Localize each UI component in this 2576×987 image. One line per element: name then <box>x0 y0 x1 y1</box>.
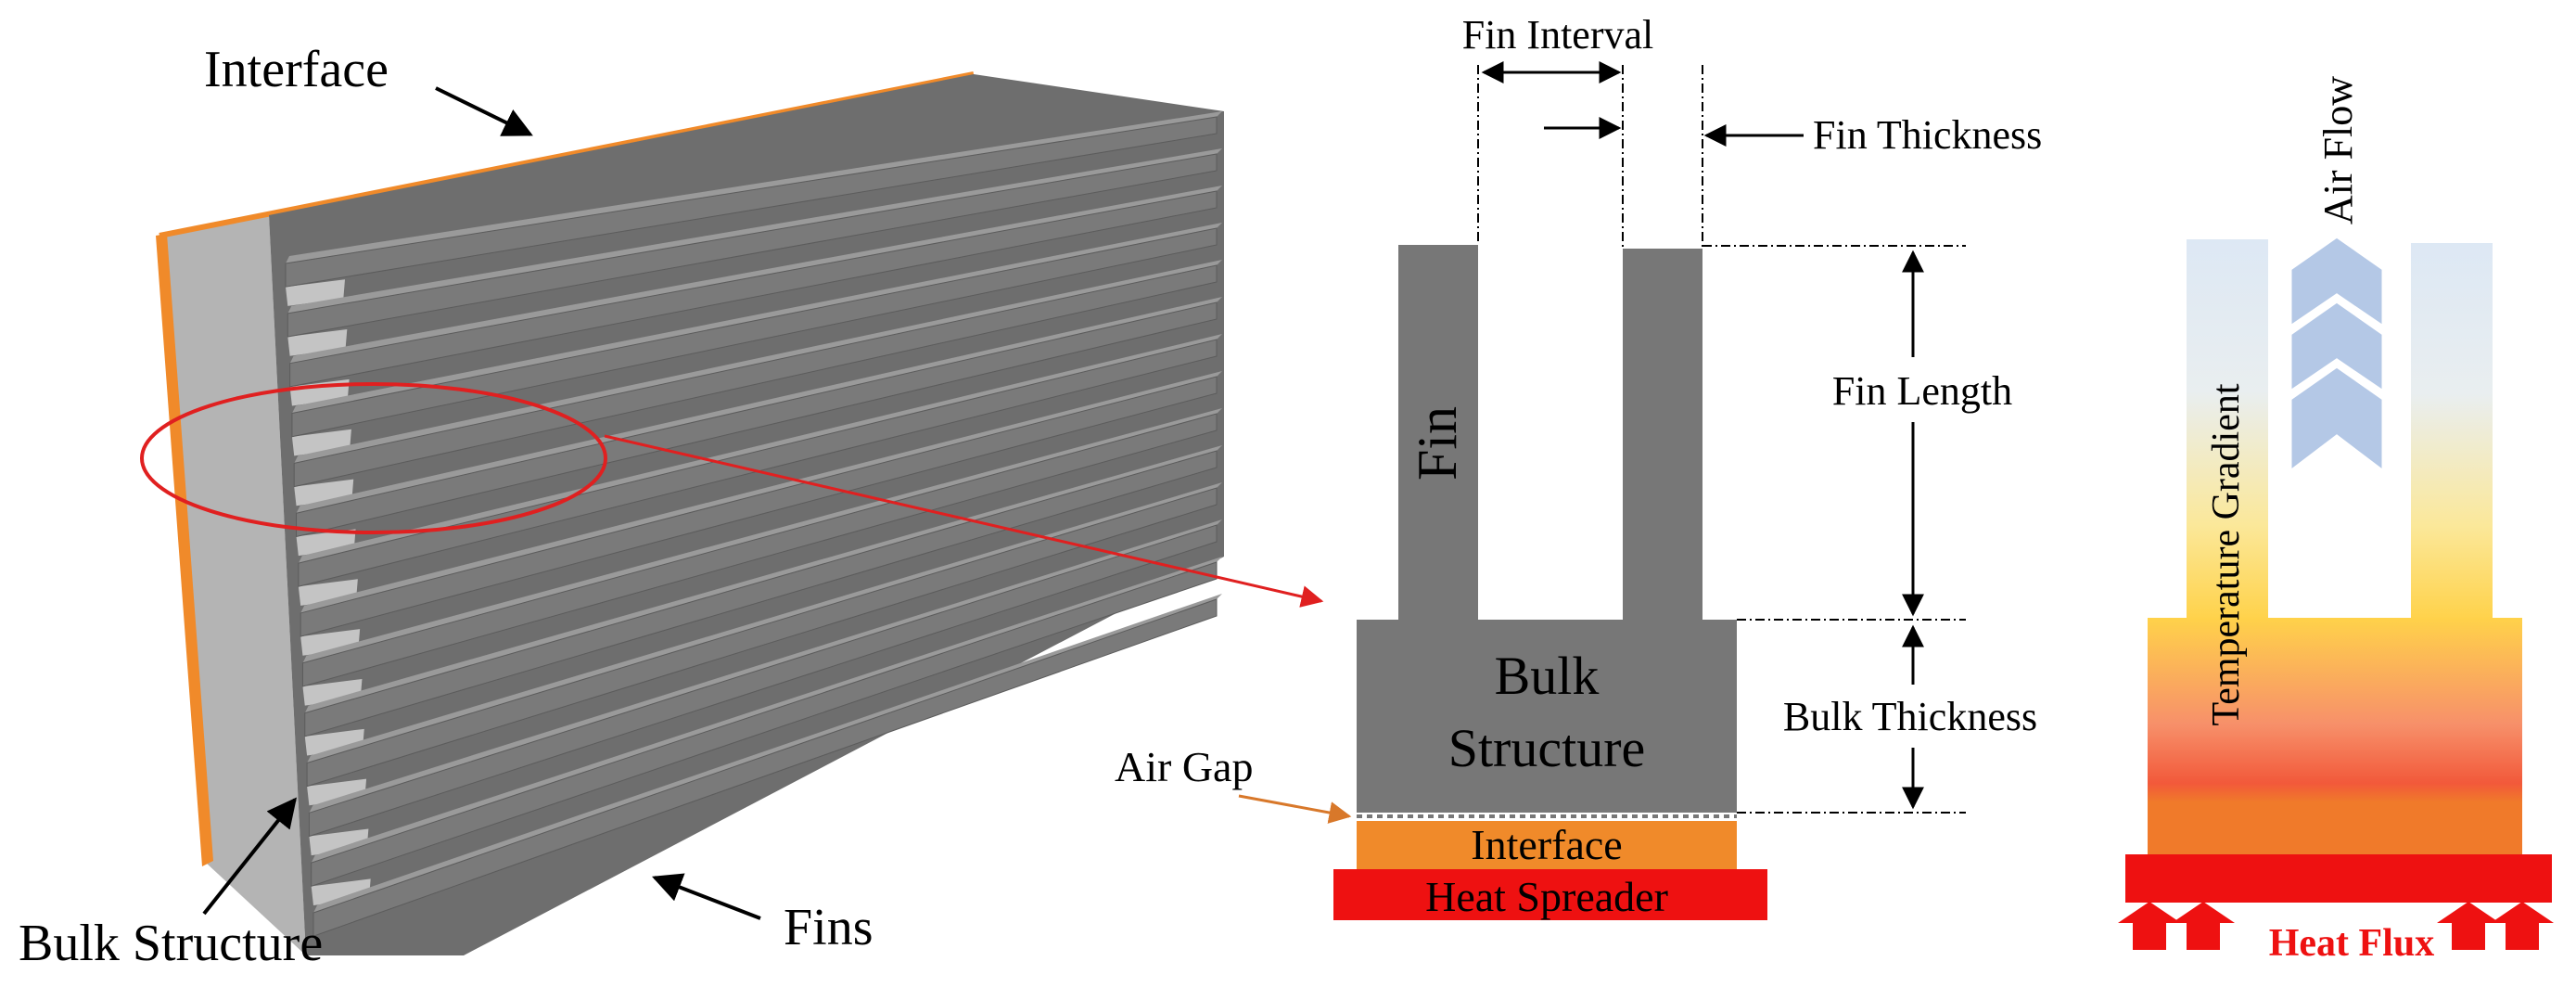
fin-length-label-bg <box>1813 357 2008 422</box>
thermal-fin-right <box>2411 243 2493 620</box>
bulk-thickness-label-bg <box>1757 685 2063 748</box>
heat-flux-label: Heat Flux <box>2269 922 2434 965</box>
fin-top-edge <box>313 594 1222 913</box>
air-flow-chevrons-icon <box>2289 235 2385 475</box>
callout-ellipse <box>140 382 607 534</box>
fin-plate <box>298 339 1218 587</box>
fin-top-edge <box>302 408 1222 663</box>
fins-3d <box>285 111 1223 937</box>
fin-top-edge <box>286 111 1222 263</box>
fin-right <box>1623 249 1702 620</box>
fin-interval-label: Fin Interval <box>1462 12 1654 58</box>
fin-top-edge <box>287 148 1222 314</box>
fin-top-edge <box>291 223 1222 414</box>
fin-top-edge <box>309 519 1222 814</box>
fin-plate <box>308 524 1218 838</box>
fin-top-edge <box>296 297 1222 514</box>
bulk-thickness-label: Bulk Thickness <box>1783 694 2037 739</box>
interface-layer <box>1357 821 1737 869</box>
fin-plate <box>293 264 1218 488</box>
left-fins-arrow <box>652 873 761 920</box>
air-flow-label: Air Flow <box>2315 76 2361 224</box>
fin-plate <box>301 413 1218 687</box>
fin-plate <box>285 116 1218 288</box>
thermal-heat-spreader <box>2125 854 2552 903</box>
fin-top-edge <box>311 557 1222 864</box>
temperature-gradient-label: Temperature Gradient <box>2205 383 2248 725</box>
left-interface-arrow <box>435 86 533 136</box>
interface-edge <box>156 234 213 866</box>
fin-top-edge <box>289 186 1223 364</box>
thermal-fin-left <box>2187 239 2268 620</box>
heat-spreader-label: Heat Spreader <box>1425 873 1668 920</box>
fin-top-edge <box>307 482 1223 763</box>
fin-plate <box>289 190 1218 388</box>
left-interface-label: Interface <box>204 41 389 98</box>
bulk-label-line2: Structure <box>1448 718 1646 778</box>
fin-plate <box>287 153 1218 338</box>
callout-arrow <box>604 434 1324 608</box>
heat-sink-3d <box>156 71 1224 955</box>
heat-flux-arrows-icon <box>2118 902 2554 950</box>
fin-top-edge <box>300 371 1223 613</box>
left-bulk-structure-arrow <box>202 797 297 916</box>
fin-plate <box>300 376 1218 637</box>
fin-length-label: Fin Length <box>1832 368 2012 414</box>
left-bulk-structure-label: Bulk Structure <box>19 915 323 972</box>
fin-plate <box>312 598 1218 937</box>
left-fins-label: Fins <box>784 899 874 956</box>
fin-top-edge <box>304 445 1222 713</box>
fin-plate <box>304 450 1218 737</box>
bulk-structure-block <box>1357 620 1737 813</box>
fin-label: Fin <box>1407 406 1468 481</box>
fin-plate <box>306 487 1218 788</box>
air-gap-arrow <box>1238 794 1352 824</box>
fin-plate <box>291 227 1218 438</box>
dimension-guides <box>1477 65 1966 814</box>
interface-layer-label: Interface <box>1471 821 1622 868</box>
interface-top-edge <box>159 71 975 238</box>
fin-thickness-label: Fin Thickness <box>1813 112 2042 158</box>
bulk-side-face <box>159 215 306 955</box>
fin-plate <box>311 561 1218 888</box>
fin-top-edge <box>298 334 1222 564</box>
fin-left <box>1398 245 1478 620</box>
thermal-bulk <box>2148 618 2522 854</box>
cross-section <box>1333 245 1767 920</box>
air-gap-label: Air Gap <box>1115 743 1253 790</box>
fin-top-edge <box>294 260 1222 464</box>
bulk-label-line1: Bulk <box>1495 646 1600 706</box>
heat-spreader-layer <box>1333 869 1767 920</box>
fin-slot <box>286 279 345 306</box>
thermal-view <box>2125 239 2552 903</box>
